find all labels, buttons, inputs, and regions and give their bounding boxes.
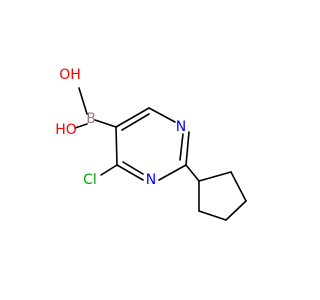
bond-n1-c2 bbox=[185, 131, 190, 166]
bond-cp4-cp5 bbox=[198, 210, 227, 221]
bond-n3-c4 bbox=[116, 164, 144, 181]
bond-c2-cp bbox=[185, 164, 200, 182]
bond-b-o-top bbox=[78, 87, 88, 115]
molecule-diagram: OH HO B N N Cl bbox=[55, 67, 247, 221]
atom-n-bottom: N bbox=[146, 172, 156, 188]
atom-boron: B bbox=[86, 111, 96, 127]
atom-chlorine: Cl bbox=[83, 172, 97, 188]
bond-b-o-bottom bbox=[74, 123, 88, 129]
bond-c4-c5 bbox=[115, 126, 118, 166]
bond-c5-c6-double bbox=[121, 113, 150, 131]
bond-c5-c6 bbox=[115, 107, 150, 128]
bond-cp3-cp4 bbox=[225, 200, 247, 221]
atom-n-top: N bbox=[176, 119, 186, 135]
bond-n1-c2-double bbox=[179, 133, 184, 161]
bonds bbox=[74, 87, 247, 221]
bond-c4-cl bbox=[100, 164, 118, 176]
bond-c6-n1 bbox=[148, 107, 176, 123]
atom-labels: OH HO B N N Cl bbox=[55, 67, 186, 188]
bond-cp2-cp3 bbox=[230, 171, 247, 202]
bond-b-c5 bbox=[94, 119, 117, 128]
bond-n3-c4-double bbox=[122, 161, 144, 175]
bond-c2-n3 bbox=[158, 164, 187, 181]
atom-ho-bottom: HO bbox=[55, 122, 77, 138]
bond-cp1-cp2 bbox=[198, 171, 232, 182]
atom-oh-top: OH bbox=[59, 67, 81, 83]
